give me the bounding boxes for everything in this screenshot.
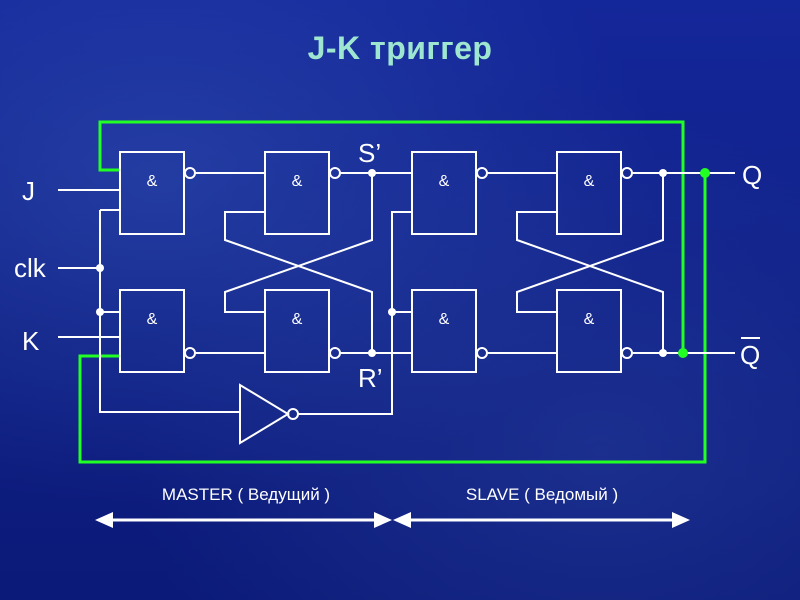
slave-input-gate-bottom bbox=[411, 289, 477, 373]
k-label: K bbox=[22, 326, 40, 356]
s-prime-label: S’ bbox=[358, 138, 381, 168]
slave-latch-gate-bottom bbox=[556, 289, 622, 373]
arrow-head bbox=[672, 512, 690, 528]
clock-inverter bbox=[239, 383, 290, 445]
master-cross-coupling bbox=[224, 173, 373, 353]
inverter-bubble bbox=[184, 167, 196, 179]
j-label: J bbox=[22, 176, 35, 206]
master-latch-gate-top bbox=[264, 151, 330, 235]
master-input-gate-top bbox=[119, 151, 185, 235]
gate-symbol: & bbox=[147, 173, 158, 190]
gate-symbol: & bbox=[147, 311, 158, 328]
q-bar-label: Q bbox=[740, 340, 760, 370]
junction-dot bbox=[96, 308, 104, 316]
feedback-junction-dot bbox=[678, 348, 688, 358]
feedback-line-q bbox=[98, 120, 685, 353]
gate-symbol: & bbox=[439, 173, 450, 190]
inverter-bubble bbox=[476, 347, 488, 359]
inverter-bubble bbox=[621, 167, 633, 179]
arrow-head bbox=[95, 512, 113, 528]
arrow-head bbox=[393, 512, 411, 528]
junction-dot bbox=[368, 349, 376, 357]
inverter-bubble bbox=[329, 167, 341, 179]
r-prime-label: R’ bbox=[358, 363, 383, 393]
junction-dot bbox=[659, 349, 667, 357]
feedback-junction-dot bbox=[700, 168, 710, 178]
master-latch-gate-bottom bbox=[264, 289, 330, 373]
gate-symbol: & bbox=[584, 173, 595, 190]
clk-label: clk bbox=[14, 253, 47, 283]
slide-title: J-K триггер bbox=[307, 30, 493, 66]
q-label: Q bbox=[742, 160, 762, 190]
slave-section-label: SLAVE ( Ведомый ) bbox=[466, 485, 618, 504]
slave-latch-gate-top bbox=[556, 151, 622, 235]
feedback-line-q-bar bbox=[78, 173, 707, 464]
gate-symbol: & bbox=[292, 173, 303, 190]
inverted-clk-wire bbox=[298, 211, 412, 415]
gate-symbol: & bbox=[439, 311, 450, 328]
inverter-bubble bbox=[476, 167, 488, 179]
gate-symbol: & bbox=[292, 311, 303, 328]
slave-input-gate-top bbox=[411, 151, 477, 235]
junction-dot bbox=[96, 264, 104, 272]
master-input-gate-bottom bbox=[119, 289, 185, 373]
junction-dot bbox=[659, 169, 667, 177]
inverter-bubble bbox=[621, 347, 633, 359]
junction-dot bbox=[368, 169, 376, 177]
inverter-bubble bbox=[184, 347, 196, 359]
master-section-label: MASTER ( Ведущий ) bbox=[162, 485, 330, 504]
inverter-bubble bbox=[329, 347, 341, 359]
arrow-head bbox=[374, 512, 392, 528]
slave-cross-coupling bbox=[516, 173, 664, 353]
gate-symbol: & bbox=[584, 311, 595, 328]
junction-dot bbox=[388, 308, 396, 316]
